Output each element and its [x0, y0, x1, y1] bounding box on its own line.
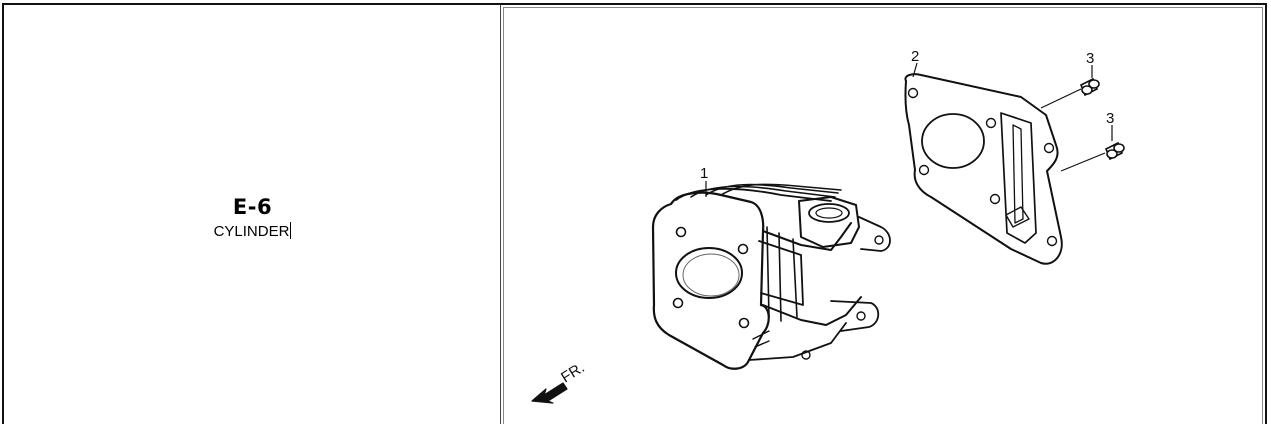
dowel-pin-upper[interactable] — [1079, 77, 1100, 97]
callout-3-upper: 3 — [1086, 50, 1094, 67]
callout-1: 1 — [700, 165, 708, 182]
diagram-cell: 1 2 — [501, 5, 1265, 424]
section-name: CYLINDER — [213, 223, 290, 240]
gasket-part[interactable] — [904, 73, 1063, 265]
section-name-line[interactable]: CYLINDER — [4, 222, 501, 240]
dowel-pin-lower[interactable] — [1104, 141, 1125, 161]
front-direction-label: FR. — [558, 359, 588, 386]
parts-page-frame: E-6 CYLINDER — [2, 3, 1267, 424]
exploded-parts-diagram: 1 2 — [531, 48, 1125, 404]
cylinder-part[interactable] — [651, 183, 891, 370]
callout-2: 2 — [911, 48, 919, 65]
diagram-border — [503, 7, 1263, 424]
callout-3-lower: 3 — [1106, 110, 1114, 127]
section-info-cell: E-6 CYLINDER — [4, 5, 501, 424]
front-direction-arrow-icon — [531, 382, 568, 404]
section-code: E-6 — [232, 195, 273, 219]
text-caret — [290, 222, 292, 239]
